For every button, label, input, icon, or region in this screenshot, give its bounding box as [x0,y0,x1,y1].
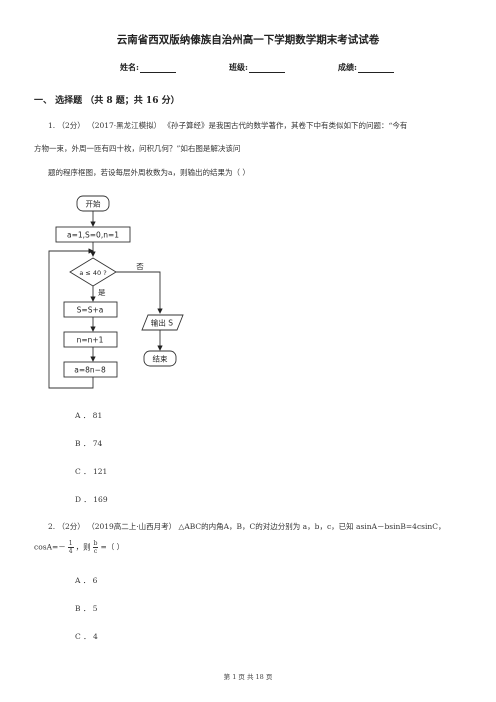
q1-option-d[interactable]: D ． 169 [75,495,108,504]
section-heading: 一、 选择题 （共 8 题；共 16 分） [34,96,180,106]
q2-option-a[interactable]: A ． 6 [75,576,98,585]
q2-option-c[interactable]: C ． 4 [75,632,98,641]
flow-init-label: a=1,S=0,n=1 [67,231,119,240]
flowchart: 开始 a=1,S=0,n=1 a ≤ 40 ? 否 是 S=S+a n=n+1 … [48,195,184,389]
flow-step1-box [63,301,118,318]
q1-line-3: 题的程序框图，若设每层外周枚数为a，则输出的结果为（ ） [48,168,250,177]
flow-end-box [143,350,177,367]
flow-output-box [141,314,184,331]
name-label: 姓名: [120,62,139,72]
flow-end-label: 结束 [153,354,168,364]
q2-cos-prefix: cosA=－ [34,542,66,552]
q1-option-c[interactable]: C ． 121 [75,467,108,476]
q1-line-2: 方物一束，外周一匝有四十枚，问积几何？”如右图是解决该问 [34,144,241,153]
flow-step3-label: a=8n−8 [74,366,106,375]
page-footer: 第 1 页 共 18 页 [223,673,273,681]
name-blank [139,64,176,73]
flow-start-label: 开始 [86,199,101,209]
q2-tail: =（ ） [100,542,125,552]
name-field: 姓名: [120,62,176,73]
flow-no-label: 否 [136,262,144,271]
q2-option-b[interactable]: B ． 5 [75,604,98,613]
q1-option-b[interactable]: B ． 74 [75,439,103,448]
q2-line-1: 2. （2分） （2019高二上·山西月考） △ABC的内角A，B，C的对边分别… [48,522,446,531]
flow-step2-label: n=n+1 [77,336,104,345]
q2-then: ，则 [75,542,91,552]
flow-output-label: 输出 S [151,318,173,328]
class-field: 班级: [229,62,285,73]
q1-option-a[interactable]: A ． 81 [75,411,103,420]
flow-loop-line [48,248,94,389]
score-blank [357,64,394,73]
document-title: 云南省西双版纳傣族自治州高一下学期数学期末考试试卷 [116,34,380,46]
score-field: 成绩: [338,62,394,73]
class-label: 班级: [229,62,248,72]
flow-step3-box [63,361,118,378]
flow-no-line [116,271,163,314]
q1-line-1: 1. （2分） （2017·黑龙江模拟） 《孙子算经》是我国古代的数学著作，其卷… [48,121,408,130]
score-label: 成绩: [338,62,357,72]
flow-step1-label: S=S+a [77,306,104,315]
flow-cond-label: a ≤ 40 ? [79,269,106,277]
flow-step2-box [63,331,118,348]
class-blank [248,64,285,73]
flow-yes-label: 是 [98,288,106,297]
